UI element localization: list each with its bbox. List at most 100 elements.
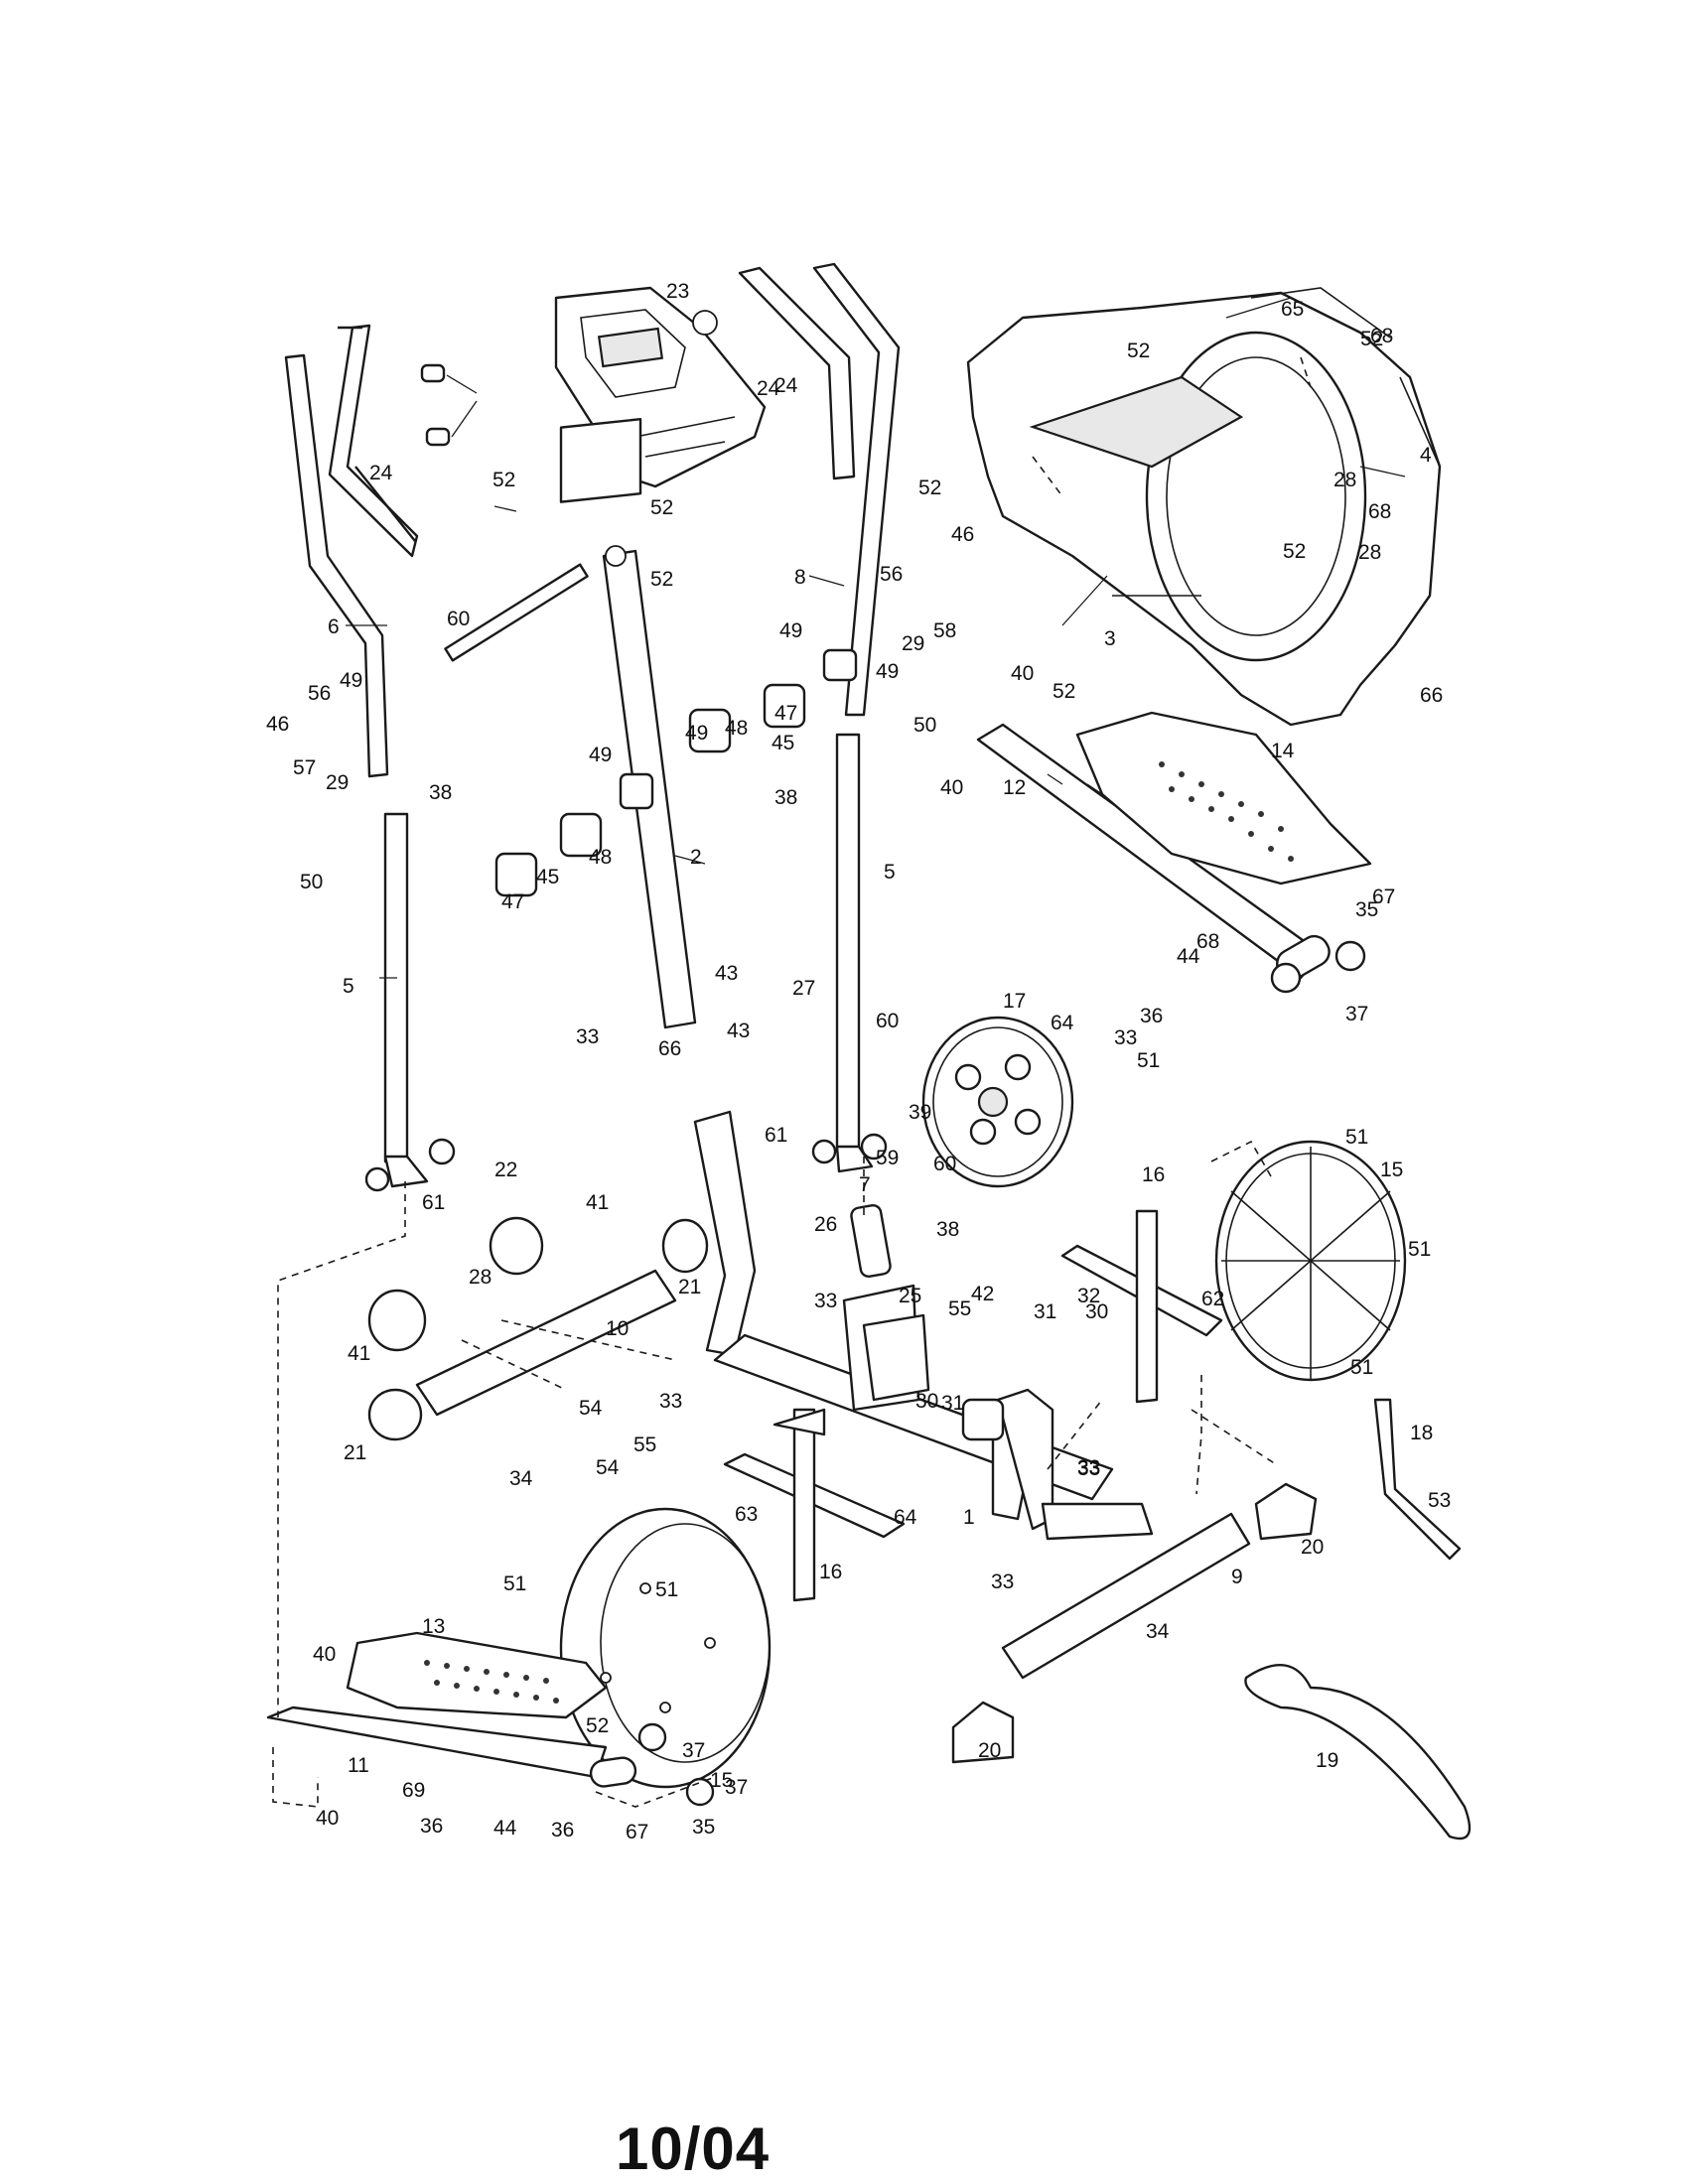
- callout-label: 56: [308, 682, 331, 705]
- callout-label: 8: [794, 566, 806, 589]
- callout-label: 28: [1333, 469, 1356, 491]
- callout-label: 36: [551, 1819, 574, 1842]
- callout-label: 51: [1137, 1049, 1160, 1072]
- callout-label: 28: [1358, 541, 1381, 564]
- right-upper-arm-part: [738, 262, 901, 717]
- callout-label: 45: [772, 732, 794, 754]
- callout-label: 29: [902, 632, 924, 655]
- knob-part: [420, 363, 478, 447]
- left-pedal-part: [266, 1631, 715, 1807]
- callout-label: 29: [326, 771, 349, 794]
- callout-label: 27: [792, 977, 815, 1000]
- callout-label: 64: [894, 1506, 917, 1529]
- callout-label: 45: [536, 866, 559, 888]
- callout-leaders: [346, 297, 1406, 979]
- callout-label: 50: [300, 871, 323, 893]
- callout-labels: 1 2 3 4 5 5 6 7 8 9 10 11 12 13 14 15 15…: [266, 280, 1451, 1843]
- callout-label: 9: [1231, 1566, 1243, 1588]
- footer-code: 10/04: [616, 2116, 771, 2182]
- callout-label: 49: [340, 669, 362, 692]
- callout-label: 5: [884, 861, 896, 884]
- callout-label: 19: [1316, 1749, 1338, 1772]
- callout-label: 10: [606, 1317, 629, 1340]
- callout-label: 67: [1372, 886, 1395, 908]
- callout-label: 68: [1368, 500, 1391, 523]
- callout-label: 60: [876, 1010, 899, 1032]
- callout-label: 60: [447, 608, 470, 630]
- left-flywheel-part: [559, 1507, 772, 1789]
- callout-label: 52: [650, 496, 673, 519]
- pivot-axle-part: [444, 563, 858, 897]
- callout-label: 50: [913, 714, 936, 737]
- callout-label: 52: [1283, 540, 1306, 563]
- callout-label: 5: [343, 975, 354, 998]
- callout-label: 52: [1052, 680, 1075, 703]
- callout-label: 33: [1077, 1456, 1100, 1479]
- callout-label: 46: [266, 713, 289, 736]
- callout-label: 16: [1142, 1163, 1165, 1186]
- callout-label: 52: [1127, 340, 1150, 362]
- callout-label: 51: [503, 1572, 526, 1595]
- callout-label: 38: [936, 1218, 959, 1241]
- callout-label: 18: [1410, 1422, 1433, 1444]
- callout-label: 52: [1360, 328, 1383, 350]
- callout-label: 48: [725, 717, 748, 740]
- rear-shroud-part: [966, 287, 1442, 727]
- callout-label: 55: [633, 1433, 656, 1456]
- left-pedal-holes: [424, 1660, 559, 1704]
- callout-label: 40: [1011, 662, 1034, 685]
- callout-label: 13: [422, 1615, 445, 1638]
- callout-label: 59: [876, 1147, 899, 1169]
- callout-label: 44: [1177, 945, 1200, 968]
- left-lower-arm-part: [364, 812, 456, 1192]
- callout-label: 62: [1201, 1288, 1224, 1310]
- callout-label: 33: [659, 1390, 682, 1413]
- callout-label: 52: [492, 469, 515, 491]
- callout-label: 40: [940, 776, 963, 799]
- callout-label: 34: [1146, 1620, 1170, 1643]
- callout-label: 38: [429, 781, 452, 804]
- callout-label: 14: [1271, 740, 1295, 762]
- callout-label: 68: [1196, 930, 1219, 953]
- callout-label: 66: [1420, 684, 1443, 707]
- pedal-holes: [1159, 761, 1294, 862]
- callout-label: 24: [369, 462, 393, 484]
- callout-label: 41: [348, 1342, 370, 1365]
- flywheel-part: [921, 1016, 1074, 1188]
- callout-label: 60: [933, 1153, 956, 1175]
- callout-label: 52: [650, 568, 673, 591]
- callout-label: 37: [725, 1776, 748, 1799]
- callout-label: 43: [715, 962, 738, 985]
- callout-label: 20: [978, 1739, 1001, 1762]
- callout-label: 49: [876, 660, 899, 683]
- callout-label: 37: [1345, 1003, 1368, 1025]
- callout-label: 40: [316, 1807, 339, 1830]
- callout-label: 52: [918, 477, 941, 499]
- bracket-part: [850, 1203, 1462, 1561]
- callout-label: 30: [915, 1390, 938, 1413]
- callout-label: 15: [710, 1769, 733, 1792]
- callout-label: 36: [1140, 1005, 1163, 1027]
- upright-part: [559, 418, 697, 1029]
- callout-label: 21: [678, 1276, 701, 1298]
- callout-label: 20: [1301, 1536, 1324, 1559]
- callout-label: 51: [1408, 1238, 1431, 1261]
- callout-label: 1: [963, 1506, 975, 1529]
- callout-label: 68: [1370, 325, 1393, 347]
- callout-label: 67: [626, 1821, 648, 1843]
- drive-belt-part: [1244, 1664, 1472, 1841]
- callout-label: 24: [757, 377, 780, 400]
- callout-label: 51: [1350, 1356, 1373, 1379]
- callout-label: 44: [493, 1817, 517, 1840]
- callout-label: 40: [313, 1643, 336, 1666]
- callout-label: 64: [1051, 1012, 1074, 1034]
- callout-label: 39: [909, 1101, 931, 1124]
- callout-label: 22: [494, 1159, 517, 1181]
- callout-label: 41: [586, 1191, 609, 1214]
- callout-label: 25: [899, 1285, 921, 1307]
- callout-label: 42: [971, 1283, 994, 1305]
- callout-label: 66: [658, 1037, 681, 1060]
- callout-label: 38: [774, 786, 797, 809]
- callout-label: 11: [348, 1754, 369, 1777]
